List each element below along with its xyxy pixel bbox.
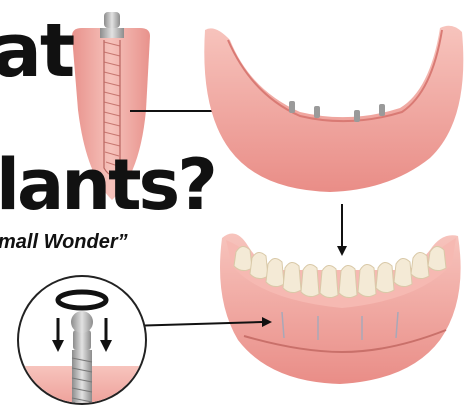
subheadline: mall Wonder”: [0, 231, 128, 253]
denture-on-implants: [220, 234, 461, 385]
implant-screw-icon: [104, 12, 120, 28]
attachment-inset: [10, 276, 160, 416]
arrow-down-icon: [337, 204, 347, 256]
lower-jaw-with-implants: [204, 26, 463, 192]
headline-fragment-main: lants?: [0, 150, 215, 220]
headline-fragment-top: at: [0, 14, 73, 88]
